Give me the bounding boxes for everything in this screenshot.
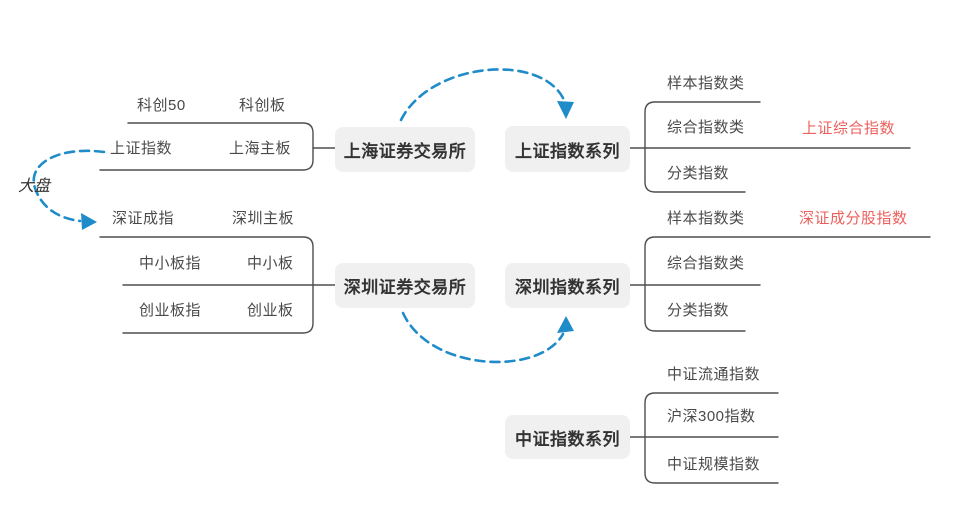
branch-szse-series-bracket <box>644 236 931 332</box>
topic-csi300-index[interactable]: 沪深300指数 <box>667 408 756 425</box>
topic-szse-category-class[interactable]: 分类指数 <box>667 302 730 319</box>
topic-szse-composite-class[interactable]: 综合指数类 <box>667 255 745 272</box>
node-csi-index-series[interactable]: 中证指数系列 <box>505 415 630 459</box>
topic-zhongxiaoban-zhi[interactable]: 中小板指 <box>139 255 202 272</box>
topic-sse-sample-class[interactable]: 样本指数类 <box>667 75 745 92</box>
topic-chuangyeban[interactable]: 创业板 <box>247 302 294 319</box>
branch-lines <box>99 101 931 484</box>
topic-chuangyeban-zhi[interactable]: 创业板指 <box>139 302 202 319</box>
topic-shanghai-zhuban[interactable]: 上海主板 <box>229 140 292 157</box>
branch-csi-series-bracket <box>644 392 779 484</box>
relationship-label-dapan[interactable]: 大盘 <box>18 178 51 195</box>
arrowhead-right-icon <box>81 213 97 230</box>
topic-shenzheng-chengzhi[interactable]: 深证成指 <box>112 210 175 227</box>
topic-kechuang50[interactable]: 科创50 <box>137 97 186 114</box>
relationship-arrow-dapan[interactable] <box>32 149 106 223</box>
topic-szse-component-index[interactable]: 深证成分股指数 <box>799 210 908 227</box>
arrowhead-down-icon <box>557 101 574 119</box>
node-shanghai-exchange[interactable]: 上海证券交易所 <box>335 127 475 172</box>
topic-szse-sample-class[interactable]: 样本指数类 <box>667 210 745 227</box>
node-sse-index-series[interactable]: 上证指数系列 <box>505 126 630 172</box>
node-shenzhen-exchange[interactable]: 深圳证券交易所 <box>335 263 475 308</box>
branch-shanghai-left-bracket <box>99 122 314 171</box>
arrowhead-up-icon <box>557 316 574 333</box>
node-szse-index-series[interactable]: 深圳指数系列 <box>505 263 630 308</box>
topic-sse-category-class[interactable]: 分类指数 <box>667 165 730 182</box>
branch-sse-series-bracket <box>644 101 761 193</box>
topic-csi-size-index[interactable]: 中证规模指数 <box>667 456 761 473</box>
topic-sse-composite-class[interactable]: 综合指数类 <box>667 119 745 136</box>
topic-shangzheng-zhishu[interactable]: 上证指数 <box>110 140 173 157</box>
topic-zhongxiaoban[interactable]: 中小板 <box>247 255 294 272</box>
relationship-arrow-shenzhen-to-szse-series[interactable] <box>401 311 565 364</box>
topic-kechuangban[interactable]: 科创板 <box>239 97 286 114</box>
relationship-arrow-shanghai-to-sse-series[interactable] <box>399 68 566 122</box>
topic-shenzhen-zhuban[interactable]: 深圳主板 <box>232 210 295 227</box>
topic-csi-free-float-index[interactable]: 中证流通指数 <box>667 366 761 383</box>
topic-sse-composite-index[interactable]: 上证综合指数 <box>802 120 896 137</box>
